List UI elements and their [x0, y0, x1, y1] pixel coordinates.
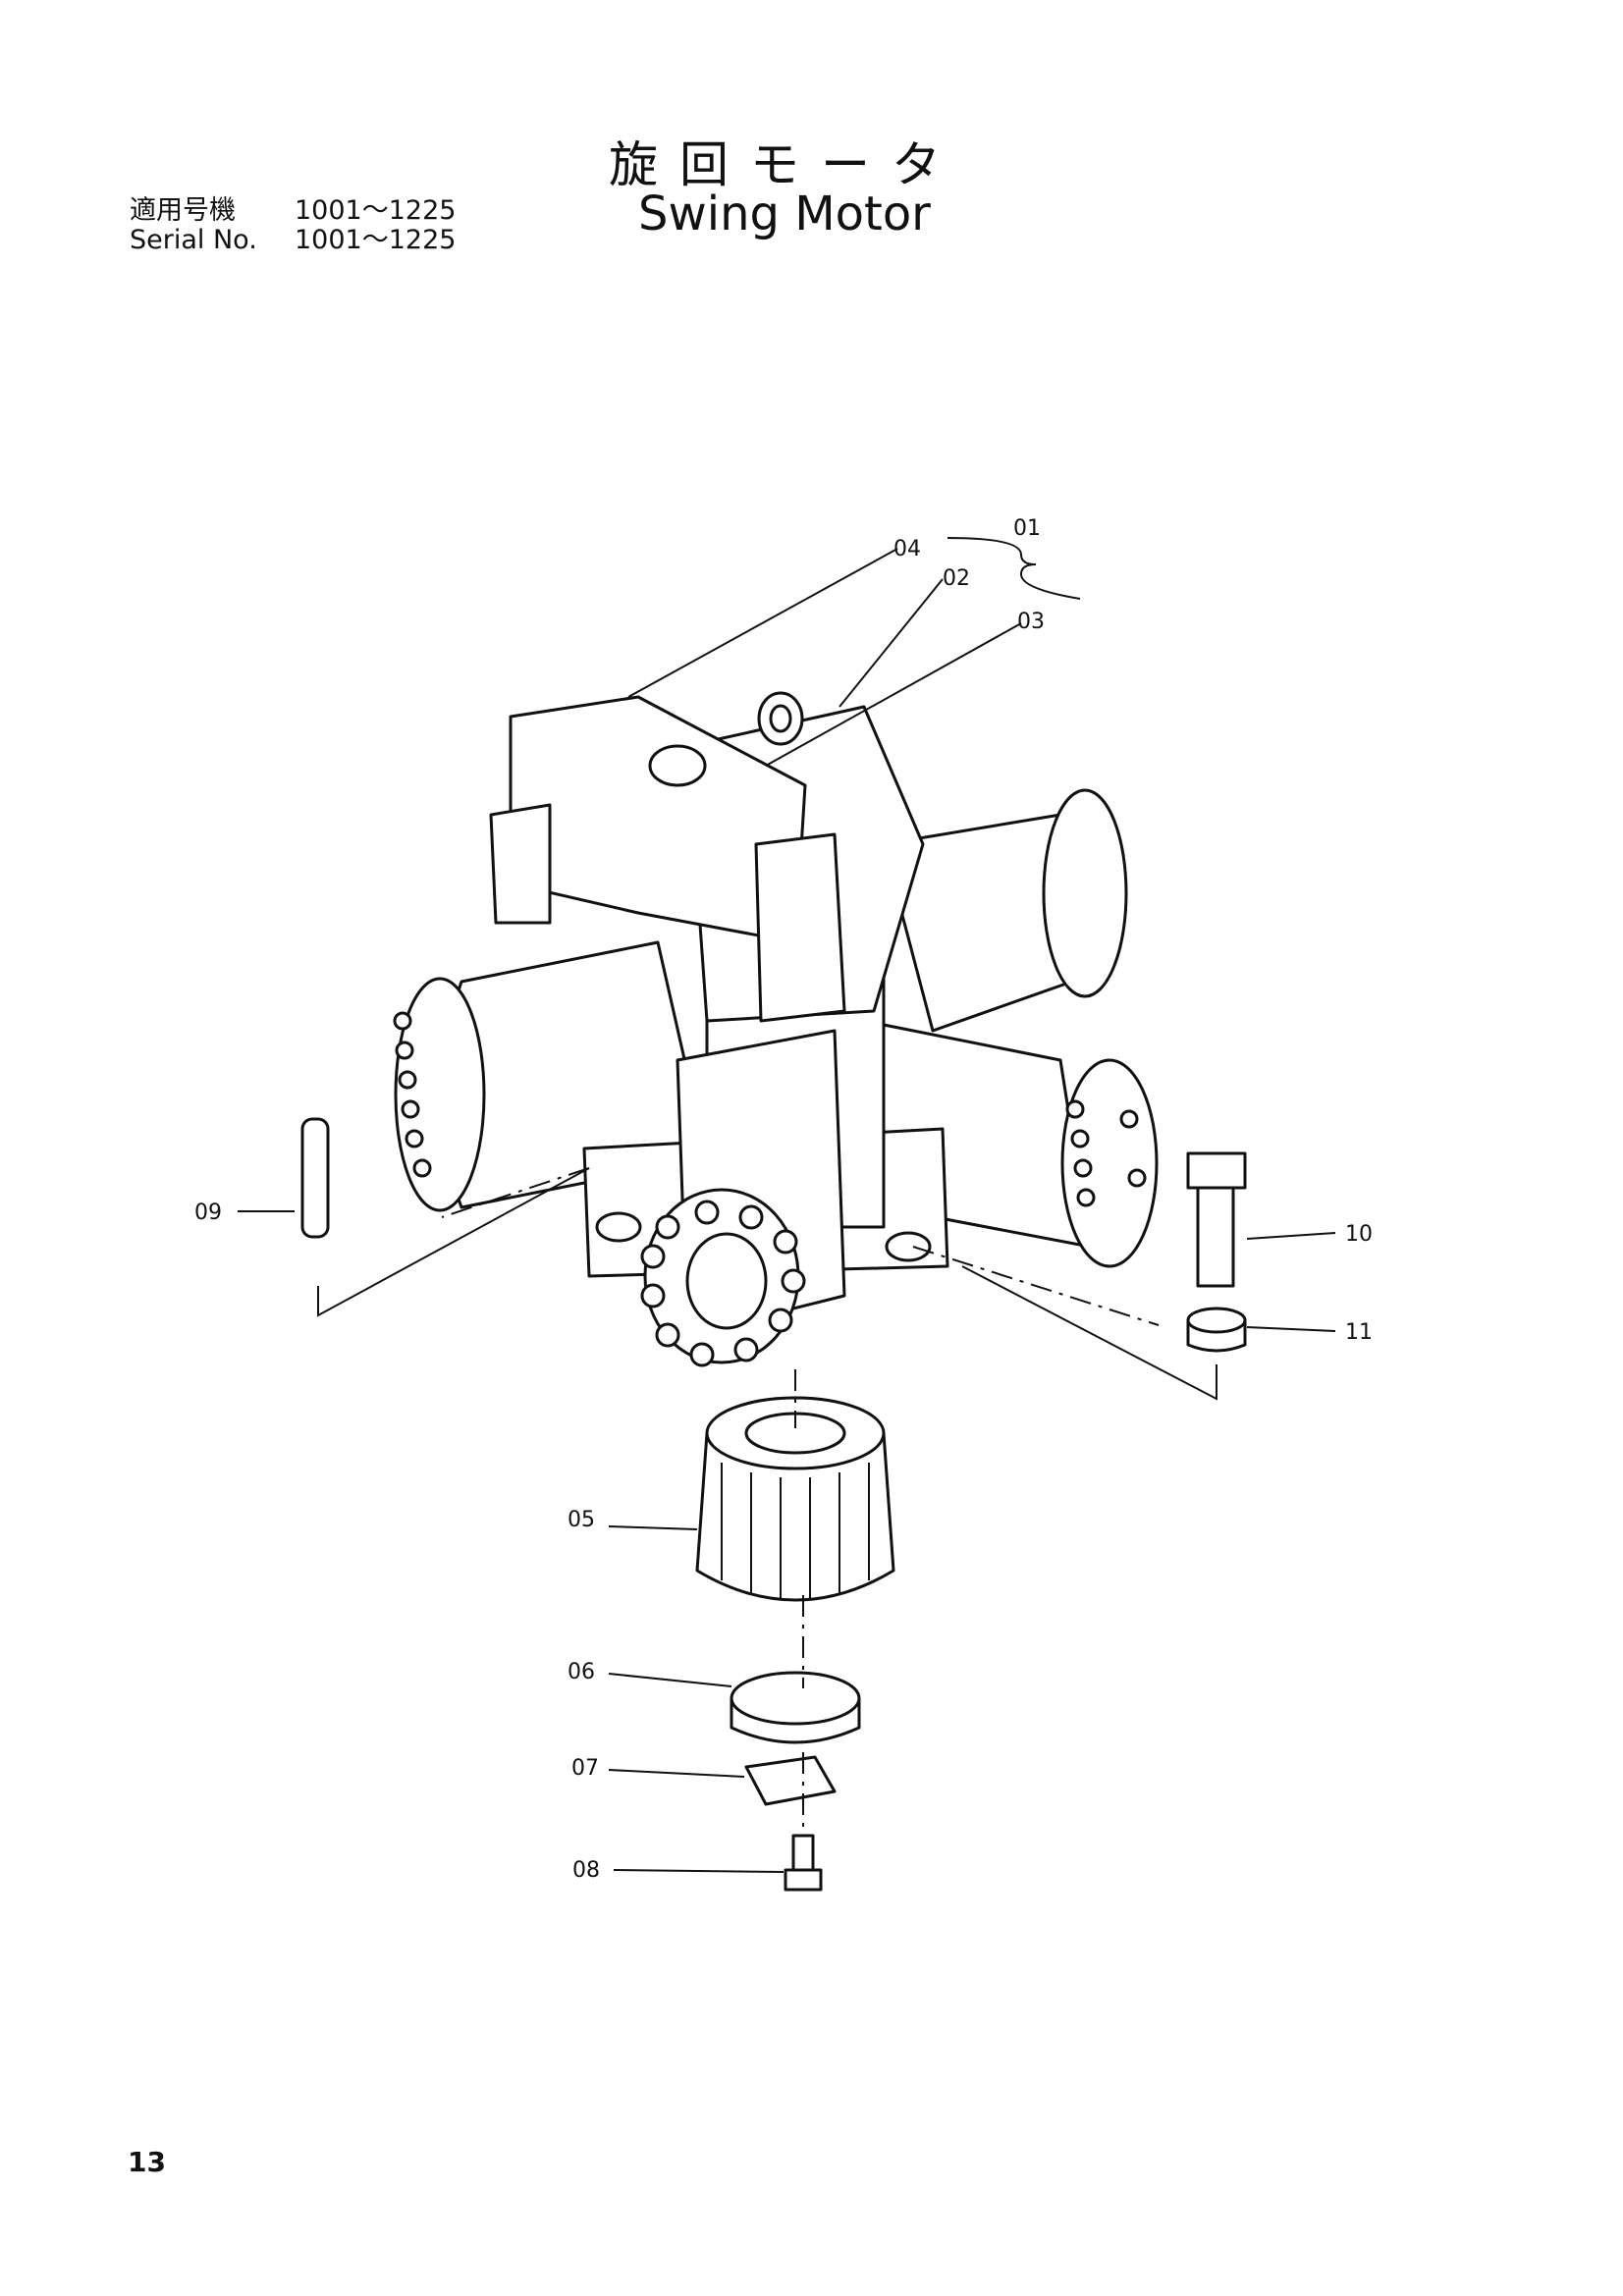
callout-02: 02	[943, 566, 970, 591]
callout-03: 03	[1017, 610, 1045, 634]
mounting-bolt	[1186, 1151, 1247, 1288]
dowel-pin	[300, 1117, 330, 1239]
page-title-en: Swing Motor	[638, 187, 931, 241]
callout-01: 01	[1013, 516, 1041, 541]
thrust-plate	[730, 1671, 861, 1744]
callout-08: 08	[572, 1858, 600, 1883]
leader-lines	[238, 537, 1336, 1873]
serial-label-jp: 適用号機	[130, 195, 236, 226]
callout-07: 07	[571, 1756, 599, 1781]
lock-plate	[744, 1755, 837, 1806]
callout-06: 06	[568, 1660, 595, 1684]
callout-10: 10	[1345, 1222, 1373, 1247]
pinion-gear	[695, 1396, 895, 1602]
serial-range-en: 1001～1225	[295, 225, 457, 255]
page-number: 13	[128, 2146, 166, 2178]
serial-range-block: 適用号機 1001～1225 Serial No. 1001～1225	[130, 196, 456, 255]
serial-range-jp: 1001～1225	[295, 195, 457, 226]
spacer	[1186, 1307, 1247, 1353]
callout-09: 09	[194, 1201, 222, 1225]
retaining-bolt	[784, 1834, 823, 1892]
serial-label-en: Serial No.	[130, 225, 257, 255]
callout-04: 04	[893, 537, 921, 561]
callout-11: 11	[1345, 1320, 1373, 1345]
motor-housing	[393, 691, 1159, 1367]
page-title-jp: 旋回モータ	[609, 136, 962, 193]
bolt-pattern	[393, 1011, 1147, 1367]
callout-05: 05	[568, 1508, 595, 1532]
